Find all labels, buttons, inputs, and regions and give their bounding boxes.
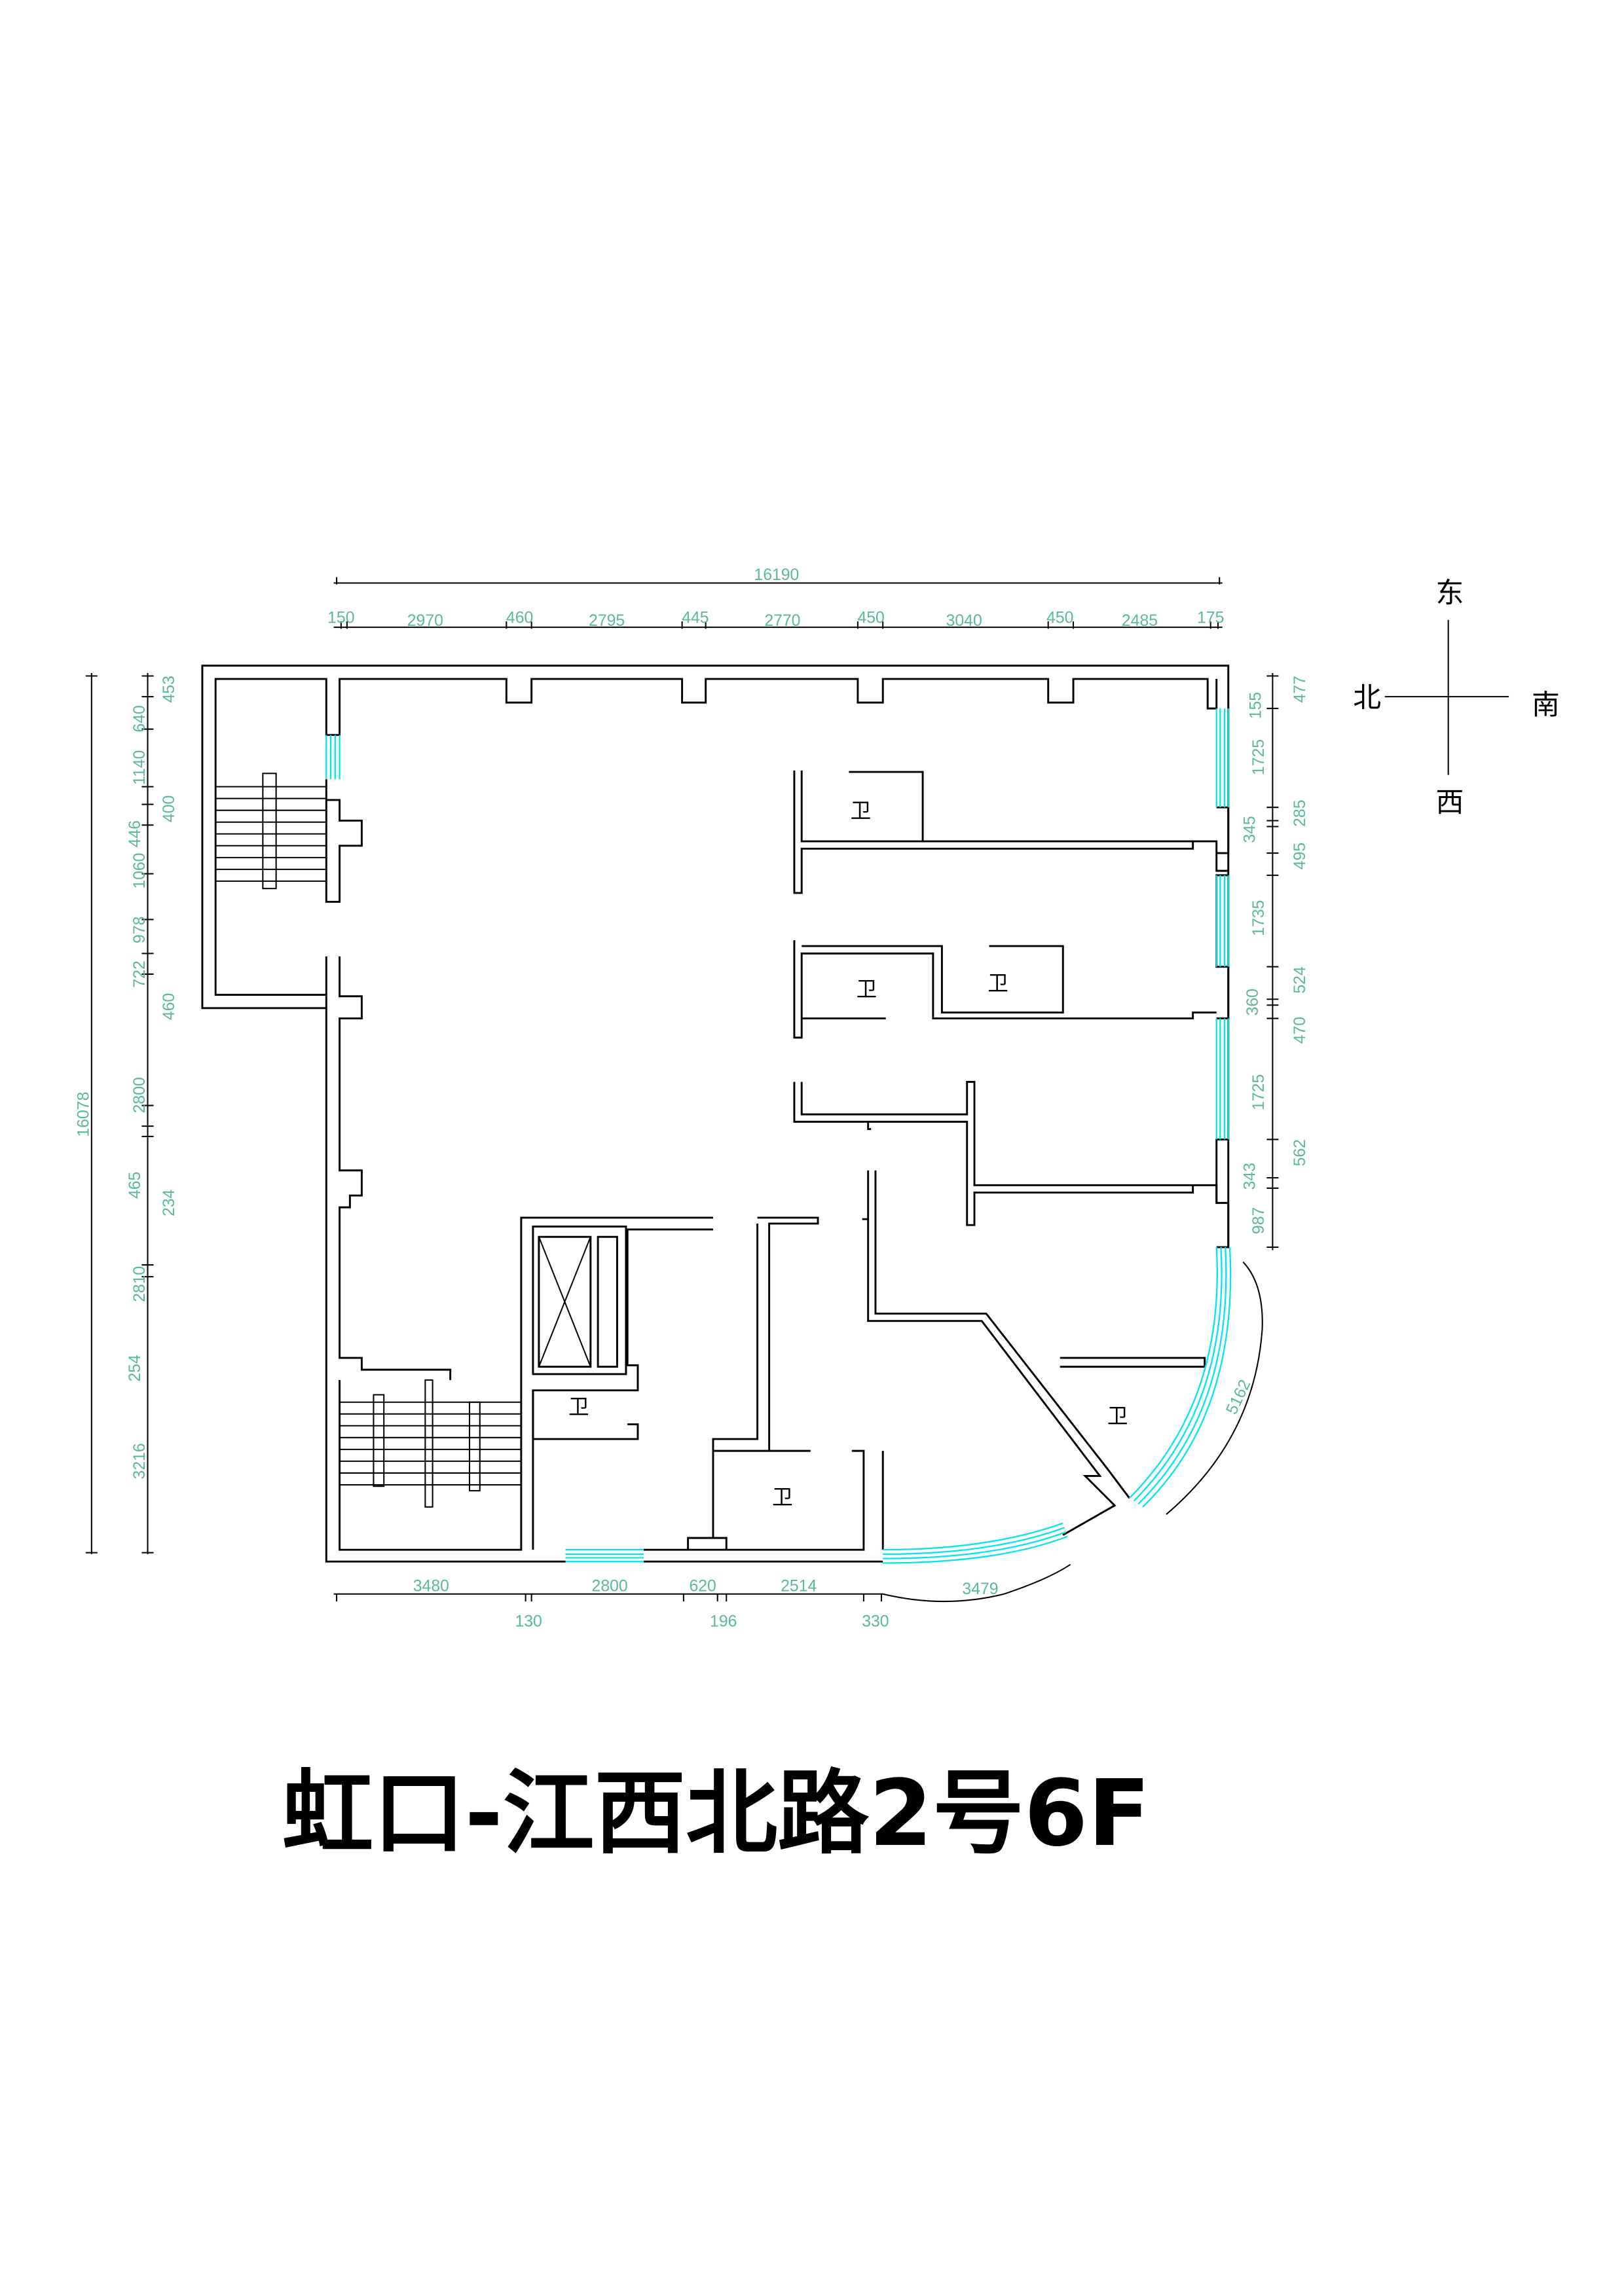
dim-left-inner: 453 [160, 676, 178, 702]
windows [325, 708, 1232, 1564]
dim-top: 450 [857, 609, 884, 627]
dim-bottom-second: 330 [862, 1613, 889, 1630]
dim-left-total: 16078 [75, 1092, 92, 1137]
dim-top-total: 16190 [754, 566, 799, 584]
dim-top: 2795 [589, 612, 625, 630]
dim-left: 640 [131, 705, 149, 732]
dim-top: 445 [682, 609, 709, 627]
compass-east: 东 [1436, 577, 1464, 610]
compass-north: 北 [1353, 682, 1381, 714]
dim-top: 2970 [407, 612, 443, 630]
dim-left: 254 [126, 1355, 144, 1382]
compass: 东 北 南 西 [1353, 577, 1560, 819]
dim-right-outer: 524 [1291, 966, 1309, 994]
dim-left: 446 [126, 820, 144, 847]
dim-right: 1725 [1250, 739, 1268, 775]
dim-left: 2810 [131, 1266, 149, 1302]
dim-bottom: 2514 [781, 1577, 817, 1595]
dim-left: 1060 [131, 853, 149, 889]
room-labels: 卫 卫 卫 卫 卫 卫 [568, 799, 1128, 1509]
room-label-wc: 卫 [568, 1396, 589, 1419]
dim-left-inner: 234 [160, 1189, 178, 1216]
dim-right: 345 [1241, 816, 1259, 843]
staircase-upper [215, 773, 327, 890]
dim-top: 2770 [764, 612, 800, 630]
dim-bottom: 3480 [413, 1577, 449, 1595]
dim-right: 343 [1241, 1163, 1259, 1190]
room-label-wc: 卫 [772, 1485, 793, 1509]
room-label-wc: 卫 [857, 978, 877, 1002]
dim-left: 1140 [131, 750, 149, 785]
dim-left-inner: 460 [160, 993, 178, 1020]
dim-left: 722 [131, 960, 149, 987]
compass-west: 西 [1436, 786, 1464, 819]
walls [201, 665, 1230, 1563]
elevator-shaft [532, 1225, 627, 1376]
dim-right: 155 [1247, 692, 1264, 719]
dimension-lines [85, 577, 1279, 1603]
dim-left: 2800 [131, 1077, 149, 1113]
dim-right: 360 [1244, 989, 1262, 1015]
dim-top: 175 [1197, 609, 1224, 627]
dimension-labels: 16190 150 2970 460 2795 445 2770 450 304… [75, 566, 1309, 1630]
dim-bottom: 2800 [592, 1577, 628, 1595]
dim-right-outer: 495 [1291, 843, 1309, 869]
dim-arc: 5162 [1223, 1377, 1255, 1417]
dim-left: 3216 [131, 1443, 149, 1479]
dim-left-inner: 400 [160, 795, 178, 822]
dim-right-outer: 477 [1291, 676, 1309, 702]
room-label-wc: 卫 [1107, 1404, 1128, 1428]
dim-left: 465 [126, 1172, 144, 1199]
compass-cross-icon [1384, 619, 1509, 775]
dim-right: 1725 [1250, 1074, 1268, 1110]
dim-top: 460 [506, 609, 533, 627]
dim-bottom: 3479 [962, 1580, 998, 1598]
dim-right-outer: 562 [1291, 1139, 1309, 1166]
dim-top: 150 [327, 609, 354, 627]
dim-right: 987 [1250, 1207, 1268, 1234]
compass-south: 南 [1532, 689, 1560, 721]
dim-top: 450 [1046, 609, 1073, 627]
dim-bottom: 620 [689, 1577, 716, 1595]
dim-right-outer: 470 [1291, 1017, 1309, 1044]
dim-top: 3040 [946, 612, 982, 630]
room-label-wc: 卫 [851, 799, 872, 823]
dim-bottom-second: 196 [710, 1613, 737, 1630]
drawing-title: 虹口-江西北路2号6F [282, 1760, 1150, 1867]
dim-bottom-second: 130 [515, 1613, 542, 1630]
dim-right: 1735 [1250, 900, 1268, 936]
dim-top: 2485 [1122, 612, 1158, 630]
room-label-wc: 卫 [987, 972, 1008, 996]
dim-left: 978 [131, 917, 149, 943]
staircase-lower [339, 1379, 521, 1508]
dim-right-outer: 285 [1291, 800, 1309, 827]
